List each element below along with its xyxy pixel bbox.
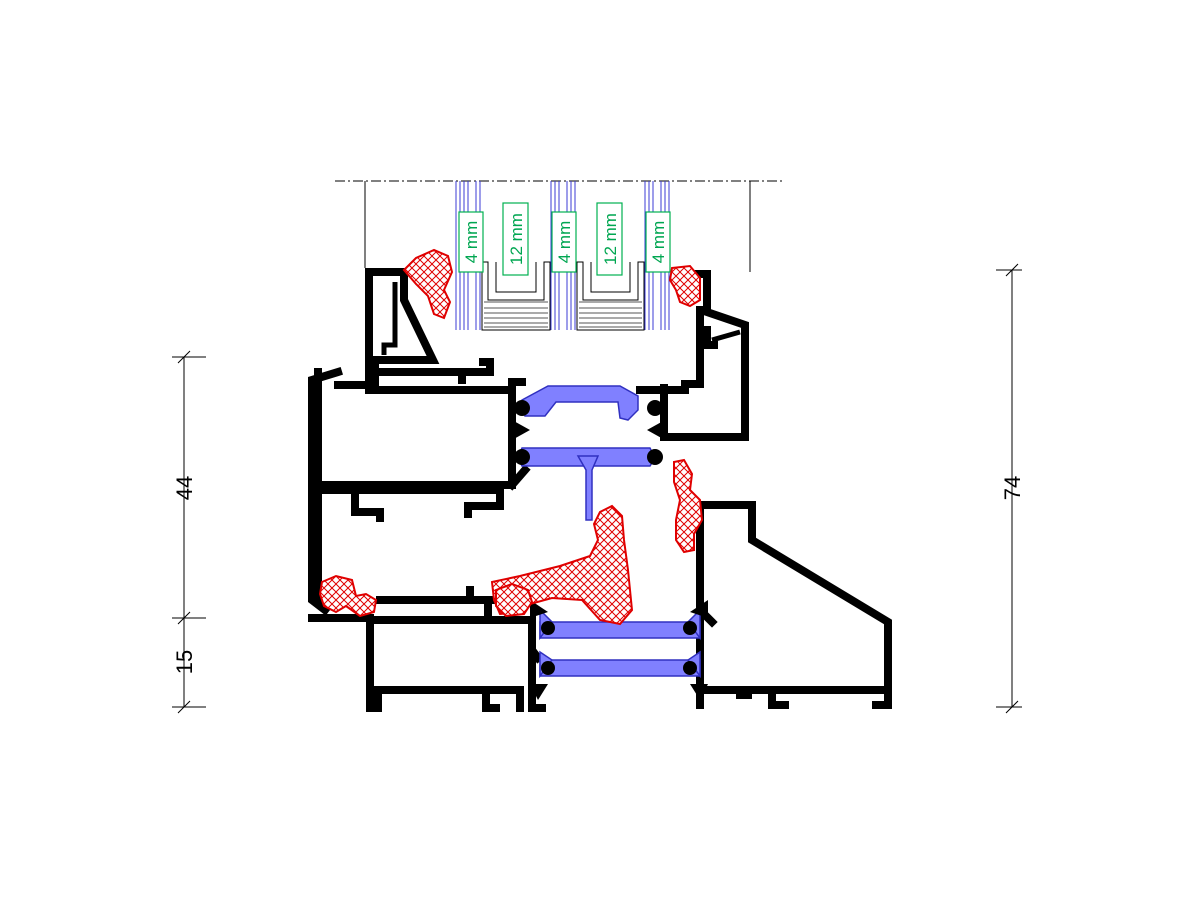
glass-label-pane-inner: 4 mm xyxy=(645,211,671,273)
gasket-glazing-inner xyxy=(668,264,701,308)
spacer-bar-2 xyxy=(576,261,645,331)
sash-profile xyxy=(308,268,749,616)
gasket-glazing-outer xyxy=(402,248,454,320)
glass-label-text: 4 mm xyxy=(649,221,668,264)
dimension-label-15: 15 xyxy=(172,650,197,674)
glass-label-text: 4 mm xyxy=(462,221,481,264)
glass-panes: 4 mm 12 mm 4 mm 12 mm 4 mm xyxy=(455,181,671,331)
gasket-frame-outer xyxy=(318,574,378,618)
glass-label-text: 4 mm xyxy=(555,221,574,264)
frame-profile xyxy=(308,501,892,712)
dimension-right: 74 xyxy=(996,263,1025,714)
glass-label-text: 12 mm xyxy=(507,213,526,265)
glass-label-cavity-2: 12 mm xyxy=(596,202,623,276)
glass-label-pane-middle: 4 mm xyxy=(551,211,577,273)
dimension-left: 44 15 xyxy=(172,350,206,714)
thermal-barriers xyxy=(512,385,708,700)
dimension-label-74: 74 xyxy=(1000,476,1025,500)
dimension-label-44: 44 xyxy=(172,476,197,500)
thermal-barrier-upper xyxy=(521,385,639,421)
gaskets xyxy=(318,248,704,626)
glass-label-pane-outer: 4 mm xyxy=(458,211,484,273)
spacer-bar-1 xyxy=(481,261,551,331)
glass-label-cavity-1: 12 mm xyxy=(502,202,529,276)
thermal-barrier-lower-2 xyxy=(539,659,701,677)
thermal-barrier-t-leg xyxy=(576,455,600,521)
gasket-sash-inner xyxy=(673,458,704,554)
gasket-frame-center xyxy=(495,582,534,618)
glass-label-text: 12 mm xyxy=(601,213,620,265)
